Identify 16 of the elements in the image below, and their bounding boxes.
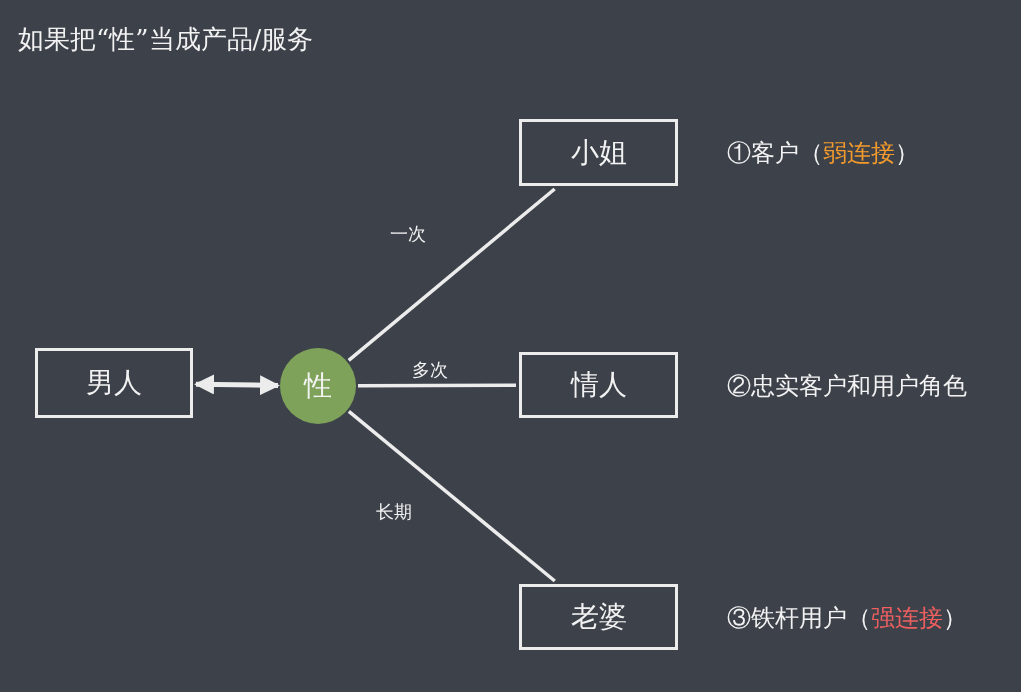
- connector-line: [347, 187, 556, 362]
- note-text: ②忠实客户和用户角色: [727, 371, 967, 402]
- connector-line: [358, 383, 516, 388]
- edge-label: 一次: [388, 222, 428, 246]
- label-box: 小姐: [519, 119, 678, 186]
- title: 如果把“性”当成产品/服务: [18, 23, 314, 56]
- label-box: 老婆: [519, 584, 678, 650]
- circle-node: 性: [280, 348, 356, 424]
- label-box: 男人: [35, 348, 193, 418]
- note-text: ①客户（弱连接）: [727, 138, 919, 169]
- note-text: ③铁杆用户（强连接）: [727, 603, 967, 634]
- edge-label: 多次: [410, 358, 450, 382]
- label-box: 情人: [519, 352, 678, 418]
- edge-label: 长期: [374, 500, 414, 524]
- double-arrow: [194, 374, 280, 396]
- connector-line: [347, 410, 556, 583]
